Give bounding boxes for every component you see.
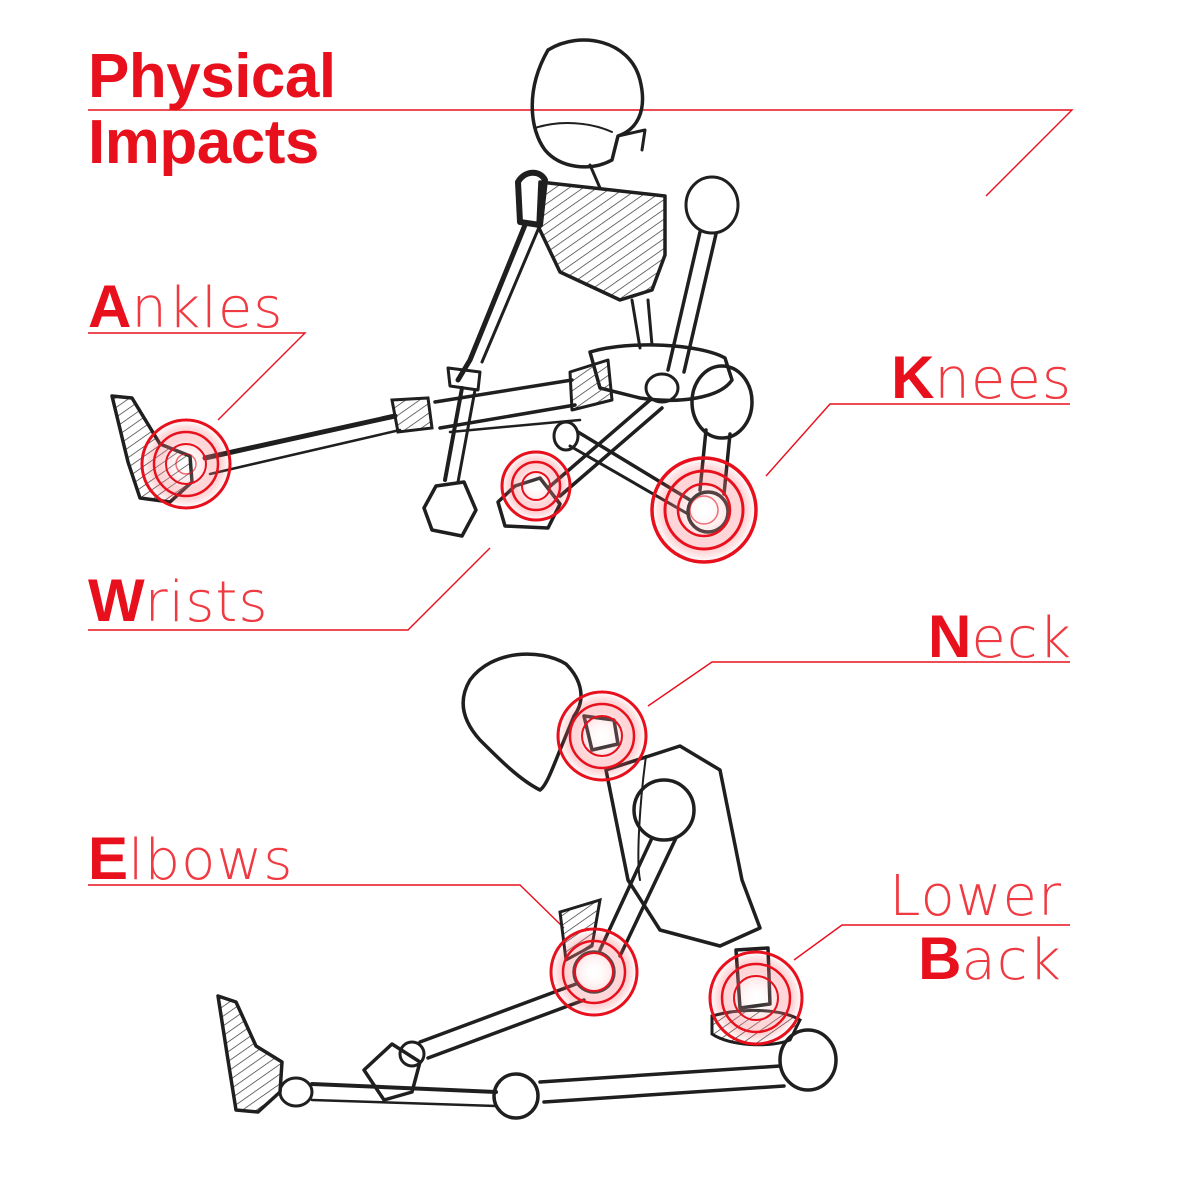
top-figure-chest (536, 180, 667, 302)
lower-back-leader-line (793, 924, 1070, 961)
page-title-line-1: Physical (88, 42, 336, 111)
pain-marker-elbows (549, 927, 639, 1017)
bottom-figure-torso (604, 744, 762, 948)
label-elbows-initial: E (88, 825, 129, 892)
label-wrists: Wrists (88, 571, 269, 633)
top-figure-thigh (568, 358, 614, 412)
label-knees-initial: K (891, 344, 935, 411)
label-lower-back: Lower Back (889, 866, 1062, 992)
bottom-figure (216, 652, 838, 1120)
pain-marker-wrists (500, 450, 572, 522)
knees-leader-line (765, 403, 1070, 477)
label-ankles: Ankles (88, 277, 283, 339)
elbows-leader-line (88, 884, 565, 929)
label-wrists-initial: W (88, 567, 145, 634)
label-neck-initial: N (927, 603, 972, 670)
bottom-figure-foot (216, 994, 284, 1114)
label-wrists-rest: rists (144, 570, 269, 635)
page-title-line-2: Impacts (88, 108, 319, 177)
neck-leader-line (647, 661, 1070, 707)
bottom-figure-head (461, 652, 583, 792)
pain-marker-lower-back (708, 950, 804, 1046)
label-elbows: Elbows (88, 829, 293, 891)
label-neck-rest: eck (971, 606, 1072, 671)
pain-marker-ankles (140, 418, 232, 510)
label-neck: Neck (928, 607, 1072, 669)
pain-marker-neck (556, 690, 648, 782)
label-lower-back-line-1: Lower (889, 864, 1062, 929)
page-title: Physical Impacts (88, 44, 336, 176)
title-leader-line (88, 109, 1074, 197)
label-elbows-rest: lbows (128, 828, 294, 893)
pain-marker-knees (650, 456, 758, 564)
top-figure-head (530, 38, 645, 169)
leader-lines (88, 109, 1074, 961)
ankles-leader-line (88, 332, 307, 421)
label-ankles-rest: nkles (131, 276, 284, 341)
label-lower-back-rest: ack (961, 928, 1062, 993)
wrists-leader-line (88, 547, 491, 631)
label-lower-back-initial: B (918, 925, 962, 992)
label-knees: Knees (891, 348, 1072, 410)
label-knees-rest: nees (934, 347, 1072, 412)
label-ankles-initial: A (88, 273, 132, 340)
